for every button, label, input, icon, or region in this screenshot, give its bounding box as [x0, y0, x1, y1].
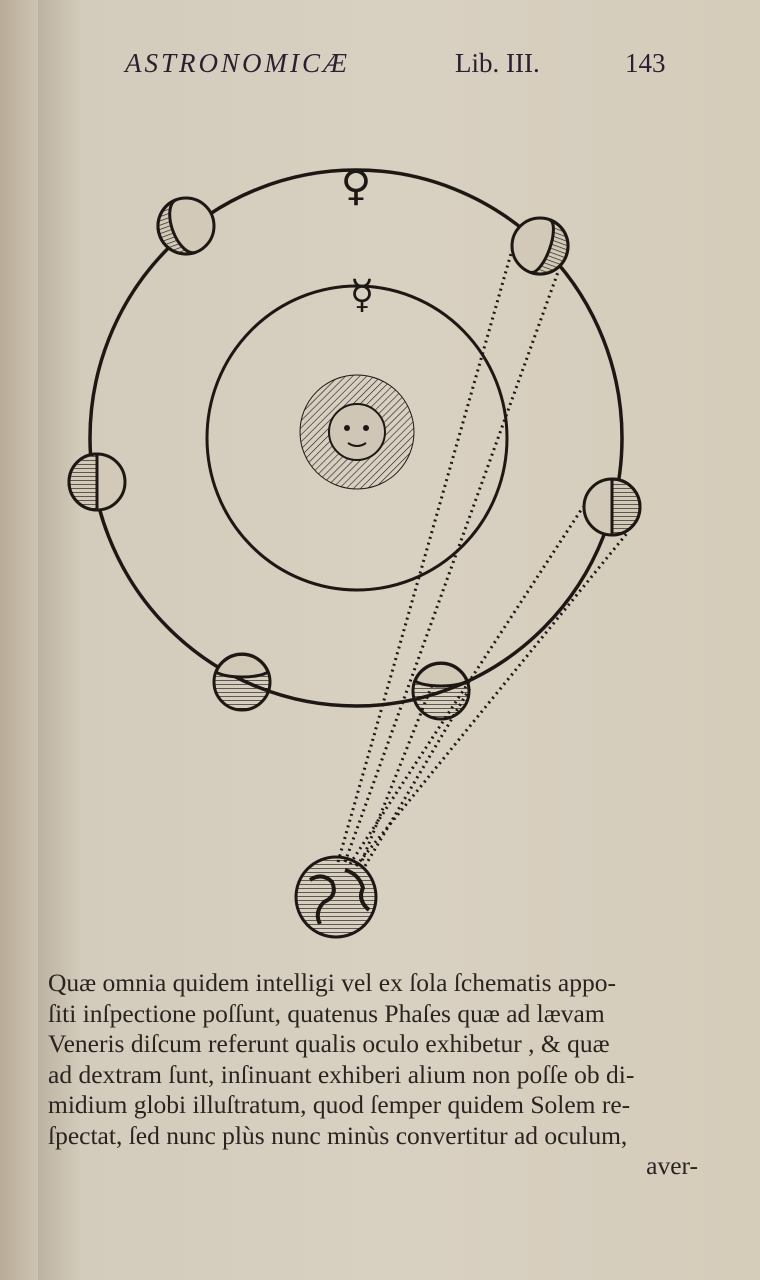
venus-phase-icon: [212, 652, 272, 712]
venus-phase-icon: [67, 452, 127, 512]
sun-icon: [299, 374, 415, 490]
venus-phase-icon: [510, 216, 570, 276]
catchword: aver-: [646, 1151, 698, 1180]
venus-symbol: ♀: [341, 161, 372, 210]
book-number: Lib. III.: [455, 48, 540, 78]
sight-lines: [336, 249, 630, 867]
venus-phase-icon: [582, 477, 642, 537]
text-line: ſpectat, ſed nunc plùs nunc minùs conver…: [48, 1120, 628, 1150]
venus-phase-icon: [156, 196, 216, 256]
venus-phases-diagram: ♀ ☿: [67, 161, 642, 939]
running-title: ASTRONOMICÆ: [125, 48, 351, 78]
text-line: Quæ omnia quidem intelligi vel ex ſola ſ…: [48, 968, 616, 997]
venus-phases: [67, 196, 642, 721]
text-line: ſiti inſpectione poſſunt, quatenus Phaſe…: [48, 998, 605, 1028]
text-line: Veneris diſcum referunt qualis oculo exh…: [48, 1029, 610, 1058]
mercury-orbit: [205, 284, 509, 592]
facing-page-edge: [0, 0, 40, 1280]
text-line: ad dextram ſunt, inſinuant exhiberi aliu…: [48, 1059, 635, 1089]
page-header: ASTRONOMICÆ Lib. III. 143: [125, 48, 685, 88]
earth-icon: [294, 855, 378, 939]
mercury-symbol: ☿: [350, 272, 375, 318]
venus-phase-icon: [411, 661, 471, 721]
page-number: 143: [625, 48, 666, 78]
body-text: Quæ omnia quidem intelligi vel ex ſola ſ…: [48, 968, 698, 1182]
text-line: midium globi illuſtratum, quod ſemper qu…: [48, 1090, 631, 1119]
venus-orbit: [88, 168, 624, 708]
book-page: [38, 0, 760, 1280]
